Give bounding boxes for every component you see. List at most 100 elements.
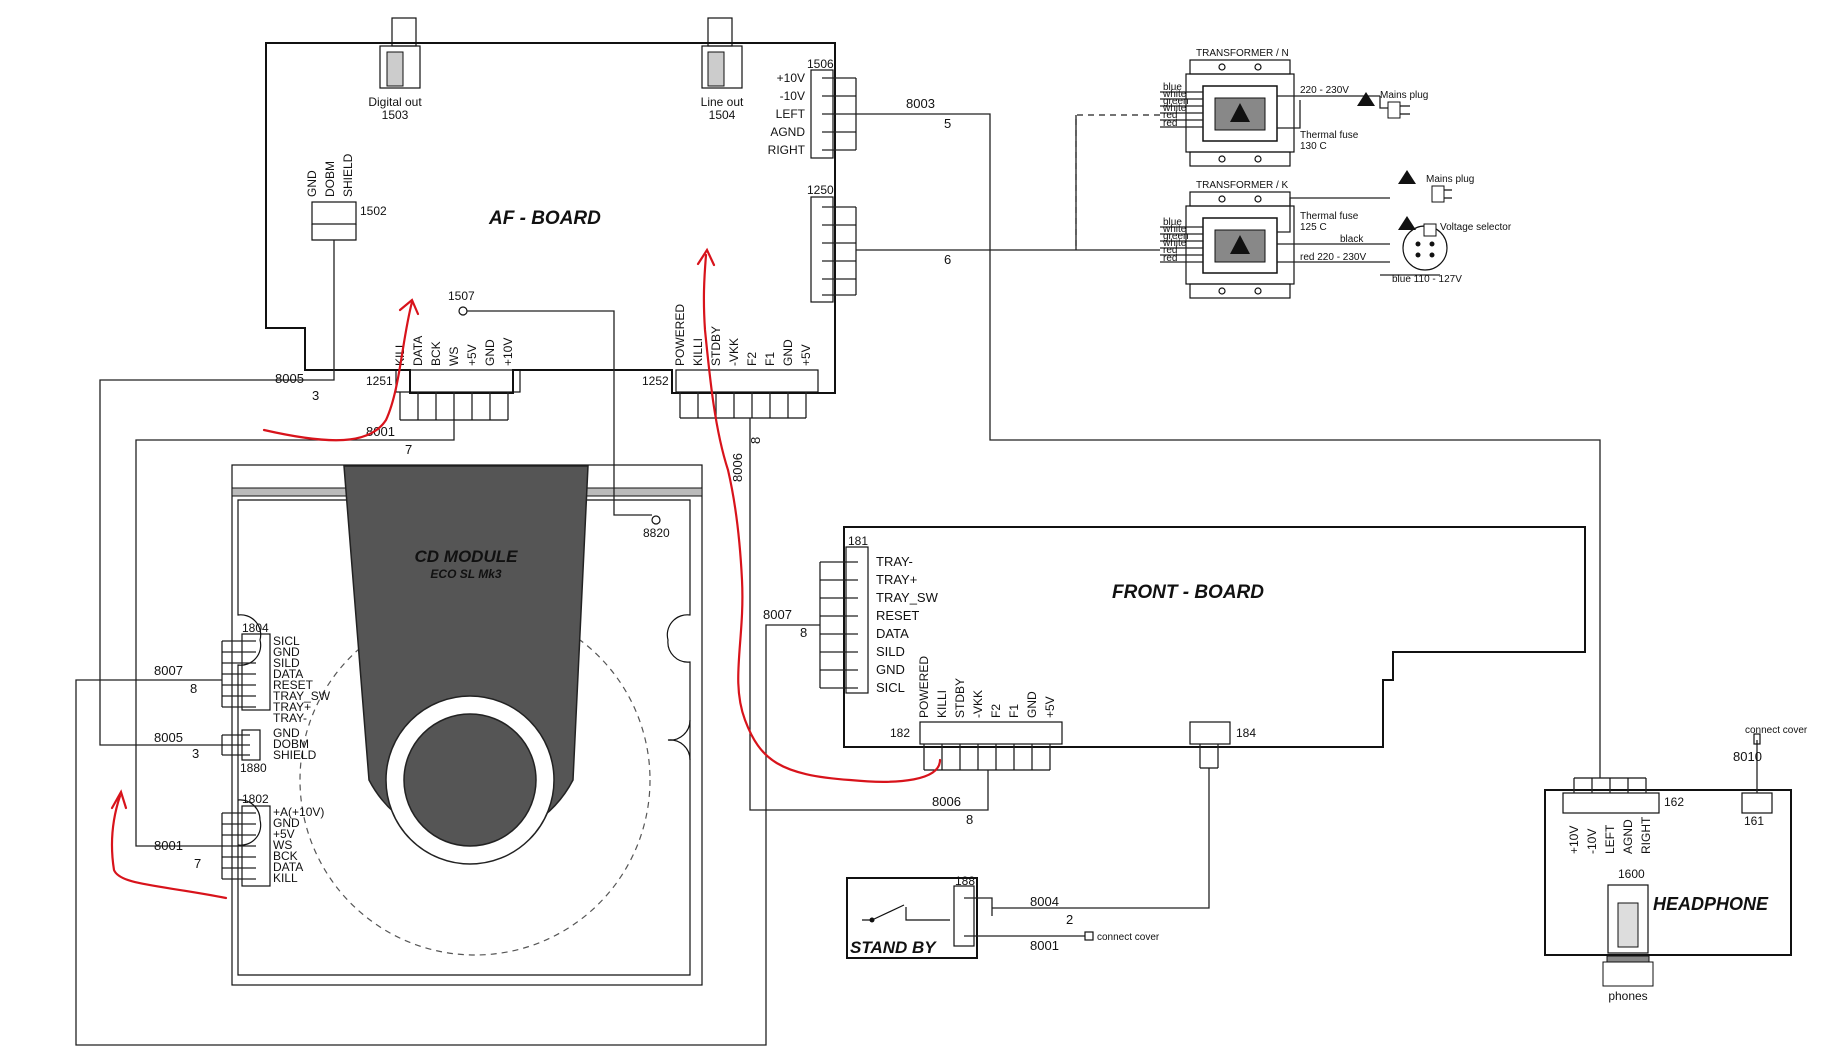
label-8003: 8003	[906, 96, 935, 111]
svg-text:TRANSFORMER / N: TRANSFORMER / N	[1196, 48, 1289, 59]
svg-text:TRAY_SW: TRAY_SW	[876, 590, 939, 605]
connector-188: 188 connect cover	[953, 874, 1160, 947]
svg-text:STDBY: STDBY	[953, 678, 967, 718]
digital-out-jack: Digital out 1503	[368, 17, 422, 122]
standby-title: STAND BY	[850, 938, 937, 957]
svg-text:Mains plug: Mains plug	[1426, 174, 1474, 185]
cd-module-subtitle: ECO SL Mk3	[430, 567, 501, 581]
svg-text:RIGHT: RIGHT	[768, 143, 806, 157]
svg-text:KILLI: KILLI	[935, 690, 949, 718]
standby-board: STAND BY 188 connect cover	[846, 874, 1160, 959]
svg-text:POWERED: POWERED	[673, 304, 687, 366]
label-8006-bottom-count: 8	[966, 812, 973, 827]
svg-text:1880: 1880	[240, 761, 267, 775]
label-8820: 8820	[643, 526, 670, 540]
svg-text:220 - 230V: 220 - 230V	[1300, 85, 1349, 96]
jack-1600: 1600 phones	[1602, 867, 1654, 1003]
label-8001-top-count: 7	[405, 442, 412, 457]
cd-module-title: CD MODULE	[415, 547, 519, 566]
svg-text:red 220 - 230V: red 220 - 230V	[1300, 252, 1366, 263]
label-8001-cd: 8001	[154, 838, 183, 853]
svg-text:1504: 1504	[709, 108, 736, 122]
svg-text:SHIELD: SHIELD	[341, 153, 355, 197]
svg-text:F1: F1	[1007, 704, 1021, 718]
svg-text:F2: F2	[989, 704, 1003, 718]
svg-text:SILD: SILD	[273, 656, 300, 670]
label-8005-cd-count: 3	[192, 746, 199, 761]
label-8007-cd: 8007	[154, 663, 183, 678]
svg-text:BCK: BCK	[273, 849, 298, 863]
svg-text:RIGHT: RIGHT	[1639, 816, 1653, 854]
transformer-n: TRANSFORMER / N blue white green white r…	[1160, 48, 1428, 167]
transformer-k: TRANSFORMER / K blue white green white r…	[1160, 170, 1512, 299]
svg-text:DATA: DATA	[876, 626, 909, 641]
svg-text:WS: WS	[273, 838, 292, 852]
svg-text:POWERED: POWERED	[917, 656, 931, 718]
af-board: AF - BOARD Digital out 1503 Line out 150…	[265, 17, 857, 421]
label-8004-count: 2	[1066, 912, 1073, 927]
svg-text:RESET: RESET	[876, 608, 919, 623]
svg-text:white: white	[1162, 103, 1187, 114]
af-board-title: AF - BOARD	[488, 208, 601, 229]
svg-text:blue: blue	[1163, 82, 1182, 93]
svg-text:+10V: +10V	[777, 71, 805, 85]
svg-text:-10V: -10V	[1585, 829, 1599, 854]
svg-text:TRANSFORMER / K: TRANSFORMER / K	[1196, 180, 1289, 191]
svg-text:GND: GND	[273, 816, 300, 830]
connector-1880: 1880 GND DOBM SHIELD	[221, 726, 317, 775]
svg-text:TRAY+: TRAY+	[876, 572, 917, 587]
svg-text:+5V: +5V	[273, 827, 295, 841]
svg-text:GND: GND	[305, 170, 319, 197]
svg-text:188: 188	[955, 874, 975, 888]
svg-text:Digital out: Digital out	[368, 95, 422, 109]
svg-text:LEFT: LEFT	[1603, 824, 1617, 854]
svg-text:white: white	[1162, 89, 1187, 100]
svg-text:+5V: +5V	[799, 344, 813, 366]
line-out-jack: Line out 1504	[701, 17, 744, 122]
svg-text:125 C: 125 C	[1300, 222, 1327, 233]
svg-text:red: red	[1163, 110, 1177, 121]
svg-text:1802: 1802	[242, 792, 269, 806]
svg-text:Voltage selector: Voltage selector	[1440, 222, 1512, 233]
svg-text:DATA: DATA	[273, 860, 303, 874]
svg-text:blue: blue	[1163, 217, 1182, 228]
svg-text:green: green	[1163, 96, 1189, 107]
svg-text:184: 184	[1236, 726, 1256, 740]
svg-text:blue 110 - 127V: blue 110 - 127V	[1392, 274, 1462, 285]
svg-text:-VKK: -VKK	[727, 338, 741, 366]
svg-text:KILLI: KILLI	[691, 338, 705, 366]
svg-text:GND: GND	[781, 339, 795, 366]
svg-text:+10V: +10V	[1567, 826, 1581, 854]
label-8007-front: 8007	[763, 607, 792, 622]
cd-module: CD MODULE ECO SL Mk3 8820 1804 SICL GND …	[221, 464, 703, 986]
svg-text:Line out: Line out	[701, 95, 744, 109]
svg-text:connect cover: connect cover	[1097, 932, 1160, 943]
svg-text:LEFT: LEFT	[776, 107, 806, 121]
svg-text:+5V: +5V	[1043, 696, 1057, 718]
connector-1252: 1252 POWERED KILLI STDBY -VKK F2 F1 GND …	[642, 304, 819, 419]
connector-1804: 1804 SICL GND SILD DATA RESET TRAY_SW TR…	[221, 621, 331, 725]
svg-text:Thermal fuse: Thermal fuse	[1300, 211, 1359, 222]
svg-text:161: 161	[1744, 814, 1764, 828]
svg-text:Mains plug: Mains plug	[1380, 90, 1428, 101]
label-8003-count: 5	[944, 116, 951, 131]
svg-text:phones: phones	[1608, 989, 1647, 1003]
svg-text:GND: GND	[273, 726, 300, 740]
svg-text:TRAY-: TRAY-	[876, 554, 913, 569]
svg-text:1251: 1251	[366, 374, 393, 388]
svg-text:-10V: -10V	[780, 89, 805, 103]
svg-text:TRAY_SW: TRAY_SW	[273, 689, 331, 703]
svg-text:SICL: SICL	[273, 634, 300, 648]
connector-181: 181 TRAY- TRAY+ TRAY_SW RESET DATA SILD …	[819, 534, 939, 695]
svg-text:130 C: 130 C	[1300, 141, 1327, 152]
svg-text:1507: 1507	[448, 289, 475, 303]
svg-text:DATA: DATA	[273, 667, 303, 681]
svg-text:SILD: SILD	[876, 644, 905, 659]
svg-text:GND: GND	[876, 662, 905, 677]
svg-text:WS: WS	[447, 347, 461, 366]
svg-text:+A(+10V): +A(+10V)	[273, 805, 324, 819]
svg-text:TRAY-: TRAY-	[273, 711, 307, 725]
svg-text:Thermal fuse: Thermal fuse	[1300, 130, 1359, 141]
svg-text:red: red	[1163, 253, 1177, 264]
